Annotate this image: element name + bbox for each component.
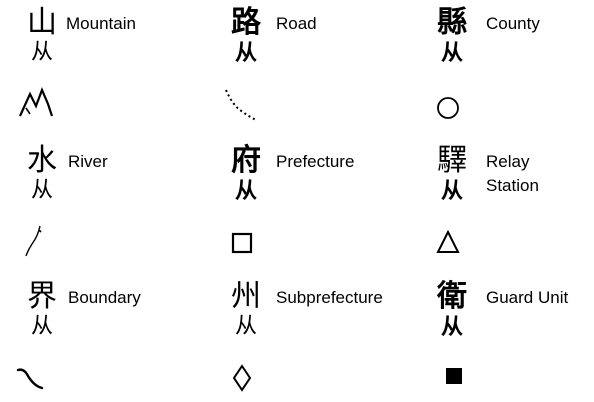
chinese-character: 州 [231, 279, 261, 314]
label-line: Station [486, 176, 539, 195]
legend-label-boundary: Boundary [68, 288, 141, 307]
legend-glyph-river: 水 从 [14, 146, 70, 210]
chinese-subscript: 从 [440, 178, 463, 204]
chinese-subscript: 从 [30, 178, 53, 203]
mountain-peaks-icon [14, 84, 70, 124]
boundary-line-icon [14, 358, 70, 398]
chinese-subscript: 从 [440, 314, 463, 340]
legend-glyph-relay-station: 驛 从 [424, 146, 480, 210]
triangle-icon [424, 222, 480, 262]
square-icon [218, 222, 274, 262]
legend-label-subprefecture: Subprefecture [276, 288, 383, 307]
legend-glyph-road: 路 从 [218, 8, 274, 72]
legend-label-county: County [486, 14, 540, 33]
legend-label-river: River [68, 152, 108, 171]
label-line: Relay [486, 152, 530, 171]
filled-square-icon [424, 358, 480, 398]
chinese-subscript: 从 [234, 178, 257, 204]
diamond-icon [218, 358, 274, 398]
chinese-character: 驛 [437, 143, 467, 178]
legend-glyph-prefecture: 府 从 [218, 146, 274, 210]
chinese-subscript: 从 [234, 314, 257, 339]
chinese-character: 府 [231, 143, 261, 178]
chinese-character: 水 [27, 143, 57, 178]
legend-glyph-mountain: 山 从 [14, 8, 70, 72]
legend-glyph-county: 縣 从 [424, 8, 480, 72]
legend-label-mountain: Mountain [66, 14, 136, 33]
circle-icon [424, 84, 480, 124]
legend-label-road: Road [276, 14, 317, 33]
legend-glyph-guard-unit: 衛 从 [424, 282, 480, 346]
chinese-character: 界 [27, 279, 57, 314]
chinese-subscript: 从 [30, 40, 53, 65]
legend-glyph-subprefecture: 州 从 [218, 282, 274, 346]
chinese-character: 衛 [437, 279, 467, 314]
river-curve-icon [14, 222, 70, 262]
legend-label-prefecture: Prefecture [276, 152, 355, 171]
chinese-subscript: 从 [30, 314, 53, 339]
chinese-subscript: 从 [440, 40, 463, 66]
chinese-character: 路 [231, 5, 261, 40]
legend-label-relay-station: Relay Station [486, 150, 539, 198]
chinese-character: 縣 [437, 5, 467, 40]
chinese-character: 山 [27, 5, 57, 40]
legend-label-guard-unit: Guard Unit [486, 288, 569, 307]
chinese-subscript: 从 [234, 40, 257, 66]
dashed-road-icon [218, 84, 274, 124]
legend-glyph-boundary: 界 从 [14, 282, 70, 346]
